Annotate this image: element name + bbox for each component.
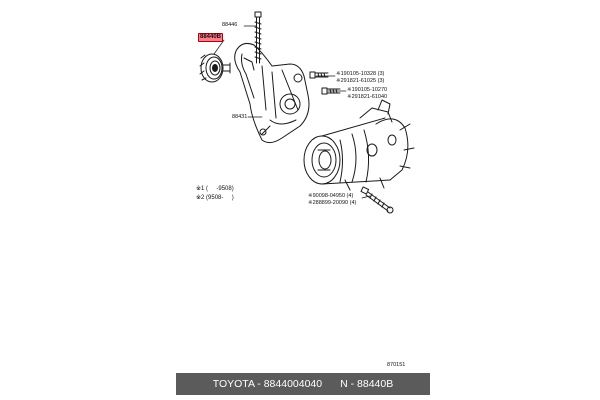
label-bolt3-a: ※90098-04950 (4) xyxy=(308,193,354,199)
compressor-drawing xyxy=(303,99,415,191)
footer-bar: TOYOTA - 8844004040 N - 88440B xyxy=(176,373,430,395)
bracket-drawing xyxy=(234,43,310,144)
label-bolt1-a: ※190105-10328 (3) xyxy=(336,71,385,77)
footer-part-number: 8844004040 xyxy=(263,378,323,390)
label-bolt2-b: ※291821-61040 xyxy=(347,94,388,100)
leader-lines xyxy=(213,25,371,199)
footer-reference: N - 88440B xyxy=(340,378,394,390)
label-bracket: 88431 xyxy=(232,114,248,120)
label-bolt-long: 88446 xyxy=(222,22,238,28)
long-bolt-drawing xyxy=(254,11,262,64)
label-pulley-part: 88440B xyxy=(198,33,224,42)
pulley-drawing xyxy=(199,53,231,83)
note-line-2: ※2 (9508- ) xyxy=(196,195,234,201)
footer-brand-partno: TOYOTA - 8844004040 xyxy=(212,378,323,390)
footer-brand: TOYOTA xyxy=(212,378,255,390)
label-bolt2-a: ※190105-10270 xyxy=(347,87,388,93)
label-bolt1-b: ※291821-61025 (3) xyxy=(336,78,385,84)
label-bolt3-b: ※288899-20090 (4) xyxy=(308,200,357,206)
lower-bolt-drawing xyxy=(360,186,394,214)
note-line-1: ※1 ( -9508) xyxy=(196,186,234,192)
figure-code: 870151 xyxy=(387,362,406,368)
